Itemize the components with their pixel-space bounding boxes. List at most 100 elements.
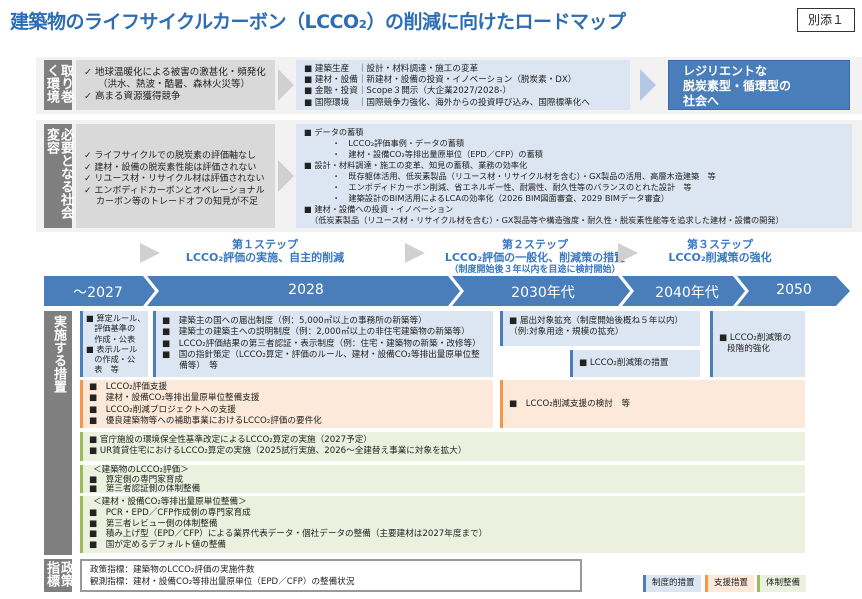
- item: ■ UR賃貸住宅におけるLCCO₂算定の実施（2025試行実施、2026～全建替…: [89, 446, 467, 457]
- trend: ■ 国際環境 ｜国際競争力強化、海外からの投資呼び込み、国際標準化へ: [304, 97, 590, 108]
- item: ・ 建築設計のBIM活用によるLCAの効率化（2026 BIM図面審査、2029…: [332, 193, 670, 203]
- goal-box: レジリエントな 脱炭素型・循環型の 社会へ: [668, 60, 850, 110]
- legend-institutional: 制度的措置: [643, 575, 701, 592]
- item: ■ データの蓄積: [304, 127, 364, 137]
- item: ＜建築物のLCCO₂評価＞: [93, 465, 189, 475]
- item: ■ LCCO₂評価支援: [89, 382, 168, 392]
- timeline-label: 2050: [776, 282, 812, 298]
- system-box-1: ■ 官庁施設の環境保全性基準改定によるLCCO₂算定の実施（2027予定） ■ …: [80, 432, 805, 461]
- support-box-a: ■ LCCO₂評価支援 ■ 建材・設備CO₂等排出量原単位整備支援 ■ LCCO…: [80, 380, 493, 428]
- measures-label: 実施する措置: [44, 311, 72, 555]
- item: の作成・公: [86, 354, 136, 365]
- timeline-label: ～2027: [73, 285, 123, 301]
- trend: ■ 建材・設備｜新建材・設備の投資・イノベーション（脱炭素・DX）: [304, 75, 577, 86]
- issue: （洪水、熱波・酷暑、森林火災等）: [98, 79, 251, 90]
- step-title: 第１ステップ: [232, 238, 298, 251]
- legend-system: 体制整備: [757, 575, 807, 592]
- institutional-box-a: ■ 算定ルール、 評価基準の 作成・公表 ■ 表示ルール の作成・公 表 等: [80, 311, 148, 377]
- item: ■ 官庁施設の環境保全性基準改定によるLCCO₂算定の実施（2027予定）: [89, 435, 372, 445]
- institutional-box-d: ■ LCCO₂削減策の措置: [570, 350, 700, 377]
- timeline-label: 2030年代: [511, 285, 575, 301]
- item: ・ 既存躯体活用、低炭素製品（リユース材・リサイクル材を含む）・GX製品の活用、…: [332, 171, 716, 181]
- timeline-segment: [147, 276, 460, 306]
- item: （低炭素製品（リユース材・リサイクル材を含む）・GX製品等や構造強度・耐久性・脱…: [310, 215, 784, 225]
- item: ■ 算定ルール、: [86, 313, 146, 323]
- item: （例:対象用途・規模の拡充）: [509, 327, 624, 338]
- item: ・ LCCO₂評価事例・データの蓄積: [332, 138, 465, 148]
- issue: ✓ 高まる資源獲得競争: [84, 91, 181, 102]
- step-note: （制度開始後３年以内を目途に検討開始）: [449, 265, 621, 275]
- indicator: 政策指標：建築物のLCCO₂評価の実施件数: [90, 565, 255, 575]
- support-box-b: ■ LCCO₂削減支援の検討 等: [500, 380, 805, 428]
- step-subtitle: LCCO₂評価の実施、自主的削減: [185, 251, 345, 264]
- page-title: 建築物のライフサイクルカーボン（LCCO₂）の削減に向けたロードマップ: [10, 11, 626, 33]
- item: ■ PCR・EPD／CFP作成側の専門家育成: [89, 507, 251, 518]
- legend-support: 支援措置: [705, 575, 755, 592]
- issue: ✓ 建材・設備の脱炭素性能は評価されない: [84, 162, 257, 173]
- environment-trends: ■ 建築生産 ｜設計・材料調達・施工の変革 ■ 建材・設備｜新建材・設備の投資・…: [296, 60, 630, 110]
- timeline-segment: [737, 276, 850, 306]
- annex-label: 別添１: [797, 8, 855, 32]
- step-title: 第３ステップ: [687, 238, 753, 251]
- indicators-label: 政策指標: [44, 559, 73, 592]
- timeline-label: 2028: [288, 282, 324, 298]
- indicators-box: 政策指標：建築物のLCCO₂評価の実施件数 観測指標：建材・設備CO₂等排出量原…: [80, 559, 582, 592]
- item: ■ 国が定めるデフォルト値の整備: [89, 540, 227, 551]
- environment-issues: ✓ 地球温暖化による被害の激甚化・頻発化 （洪水、熱波・酷暑、森林火災等） ✓ …: [76, 60, 275, 110]
- item: ■ 建築士の建築主への説明制度（例：2,000㎡以上の非住宅建築物の新築等）: [162, 327, 470, 338]
- item: 評価基準の: [86, 323, 136, 334]
- item: ■ LCCO₂削減策の: [719, 333, 792, 343]
- goal-line: 社会へ: [683, 94, 720, 108]
- item: 備等） 等: [162, 361, 218, 372]
- trend: ■ 金融・投資｜Scope３開示（大企業2027/2028-）: [304, 86, 512, 97]
- step-arrow-icon: [405, 243, 425, 263]
- system-box-3: ＜建材・設備CO₂等排出量原単位整備＞ ■ PCR・EPD／CFP作成側の専門家…: [80, 496, 805, 553]
- institutional-box-b: ■ 建築主の国への届出制度（例：5,000㎡以上の事務所の新築等） ■ 建築士の…: [153, 311, 493, 377]
- item: 表 等: [86, 364, 119, 375]
- item: ＜建材・設備CO₂等排出量原単位整備＞: [93, 497, 247, 507]
- timeline-segment: [622, 276, 745, 306]
- issue: カーボン等のトレードオフの知見が不足: [96, 197, 259, 207]
- item: ■ 建材・設備CO₂等排出量原単位整備支援: [89, 393, 260, 404]
- issue: ✓ リユース材・リサイクル材は評価されない: [84, 174, 265, 184]
- environment-label: 取り巻く環境: [44, 60, 73, 110]
- item: ■ 建材・設備への投資・イノベーション: [304, 204, 454, 214]
- step-1: 第１ステップ LCCO₂評価の実施、自主的削減: [160, 238, 370, 264]
- arrow-icon: [278, 69, 294, 101]
- goal-line: 脱炭素型・循環型の: [683, 79, 792, 93]
- item: ■ 設計・材料調達・施工の変革、知見の蓄積、業務の効率化: [304, 160, 528, 170]
- item: ■ 第三者レビュー側の体制整備: [89, 518, 218, 529]
- arrow-icon: [278, 160, 294, 192]
- institutional-box-e: ■ LCCO₂削減策の 段階的強化: [710, 311, 805, 377]
- item: ■ 届出対象拡充（制度開始後概ね５年以内）: [509, 316, 684, 326]
- timeline-label: 2040年代: [655, 285, 719, 301]
- indicator: 観測指標：建材・設備CO₂等排出量原単位（EPD／CFP）の整備状況: [90, 577, 355, 587]
- step-arrow-icon: [618, 243, 638, 263]
- step-subtitle: LCCO₂評価の一般化、削減策の措置: [444, 251, 626, 264]
- goal-line: レジリエントな: [683, 64, 768, 78]
- item: ■ LCCO₂評価結果の第三者認証・表示制度（例：住宅・建築物の新築・改修等）: [162, 338, 481, 349]
- step-subtitle: LCCO₂削減策の強化: [668, 251, 772, 264]
- item: ■ 建築主の国への届出制度（例：5,000㎡以上の事務所の新築等）: [162, 316, 427, 326]
- timeline-segment: [44, 276, 155, 306]
- item: 作成・公表: [86, 333, 136, 344]
- item: ■ 第三者認証側の体制整備: [89, 484, 201, 494]
- transformation-label: 必要となる社会変容: [44, 124, 73, 228]
- transformation-issues: ✓ ライフサイクルでの脱炭素の評価軸なし ✓ 建材・設備の脱炭素性能は評価されな…: [76, 124, 275, 228]
- timeline-segment: [452, 276, 630, 306]
- item: ■ 算定側の専門家育成: [89, 474, 184, 485]
- step-arrow-icon: [140, 243, 160, 263]
- issue: ✓ ライフサイクルでの脱炭素の評価軸なし: [84, 151, 256, 161]
- item: ■ 国の指針策定（LCCO₂算定・評価のルール、建材・設備CO₂等排出量原単位整: [162, 349, 480, 360]
- item: ・ エンボディドカーボン削減、省エネルギー性、耐震性、耐久性等のバランスのとれた…: [332, 182, 692, 192]
- item: ・ 建材・設備CO₂等排出量原単位（EPD／CFP）の蓄積: [332, 149, 543, 159]
- item: ■ 優良建築物等への補助事業におけるLCCO₂評価の要件化: [89, 415, 322, 426]
- trend: ■ 建築生産 ｜設計・材料調達・施工の変革: [304, 64, 479, 74]
- transformation-items: ■ データの蓄積 ・ LCCO₂評価事例・データの蓄積 ・ 建材・設備CO₂等排…: [296, 124, 852, 228]
- item: 段階的強化: [727, 344, 770, 355]
- institutional-box-c: ■ 届出対象拡充（制度開始後概ね５年以内） （例:対象用途・規模の拡充）: [500, 311, 700, 346]
- timeline-bar: [44, 276, 850, 306]
- step-title: 第２ステップ: [502, 238, 568, 251]
- step-3: 第３ステップ LCCO₂削減策の強化: [640, 238, 800, 264]
- issue: ✓ 地球温暖化による被害の激甚化・頻発化: [84, 67, 266, 78]
